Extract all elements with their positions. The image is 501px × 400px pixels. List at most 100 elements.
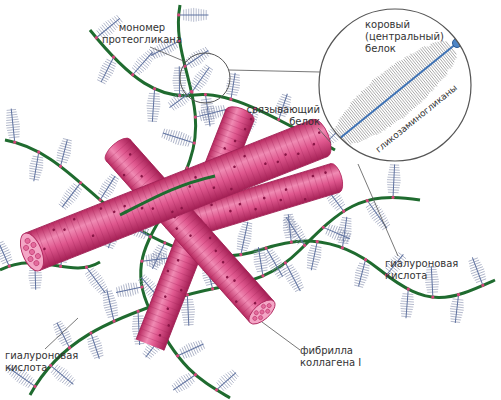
fibril-dot	[63, 228, 66, 231]
link-protein	[283, 261, 287, 265]
fibril-band	[223, 116, 251, 127]
fibril-band	[75, 214, 90, 251]
leader-line	[262, 322, 300, 350]
core-protein	[62, 183, 80, 207]
fibril-band	[292, 127, 307, 164]
microfibril	[29, 249, 36, 256]
fibril-dot	[234, 300, 238, 304]
fibril-dot	[140, 174, 144, 178]
link-protein	[277, 118, 281, 122]
fibril-dot	[212, 186, 215, 189]
microfibril	[24, 237, 31, 244]
link-protein	[264, 246, 268, 250]
core-protein	[34, 152, 39, 181]
link-protein	[192, 141, 196, 145]
fibril-dot	[122, 173, 126, 177]
core-protein	[101, 57, 114, 82]
hyaluronic-strand	[120, 176, 215, 215]
proteoglycan-monomer	[95, 53, 120, 86]
core-protein	[152, 243, 164, 269]
fibril-band	[202, 248, 226, 269]
link-protein	[130, 73, 135, 78]
fibril-band	[220, 156, 235, 193]
core-protein	[60, 140, 67, 167]
fibril-dot	[189, 234, 193, 238]
core-protein	[311, 242, 317, 271]
callout-label: фибрилла коллагена I	[300, 345, 380, 369]
fibril-band	[114, 198, 129, 235]
zoom-line	[229, 70, 320, 72]
fibril-band	[162, 272, 190, 283]
proteoglycan-monomer	[252, 246, 271, 279]
fibril-band	[192, 167, 207, 204]
microfibril	[23, 245, 30, 252]
core-protein	[195, 109, 226, 117]
fibril-dot	[175, 227, 179, 231]
fibril-band	[58, 220, 73, 257]
link-protein	[7, 264, 11, 268]
core-protein	[57, 323, 70, 348]
collagen-group	[16, 103, 346, 350]
link-protein	[78, 181, 82, 185]
fibril-dot	[318, 131, 321, 134]
fibril-band	[136, 189, 151, 226]
link-protein	[84, 265, 88, 269]
link-protein	[229, 97, 233, 101]
fibril-dot	[243, 127, 246, 130]
fibril-band	[209, 161, 224, 198]
callout-label: гиалуроновая кислота	[5, 350, 95, 374]
core-protein	[472, 257, 483, 285]
fibril-dot	[166, 269, 169, 272]
link-protein	[239, 253, 243, 257]
proteoglycan-monomer	[361, 195, 393, 232]
fibril-dot	[52, 228, 55, 231]
core-protein	[406, 289, 408, 318]
core-protein	[393, 165, 395, 198]
fibril-band	[304, 123, 319, 160]
core-protein	[266, 248, 283, 277]
fibril-band	[217, 133, 245, 144]
link-protein	[327, 141, 339, 149]
fibril-band	[86, 209, 101, 246]
link-protein	[59, 265, 63, 269]
fibril-band	[167, 261, 195, 272]
fibril-band	[103, 202, 118, 239]
fibril-dot	[180, 288, 183, 291]
fibril-band	[186, 169, 201, 206]
fibril-band	[230, 279, 254, 300]
core-protein	[359, 260, 366, 287]
fibril-dot	[123, 204, 126, 207]
core-protein	[323, 227, 350, 238]
fibril-band	[154, 295, 182, 306]
link-protein	[431, 295, 434, 298]
link-protein	[59, 164, 63, 168]
fibril-dot	[230, 187, 233, 190]
link-protein	[33, 384, 37, 388]
link-protein	[204, 93, 208, 97]
core-protein	[231, 73, 235, 99]
link-protein	[193, 115, 197, 119]
fibril-dot	[304, 198, 307, 201]
fibril-band	[53, 222, 68, 259]
fibril-band	[198, 165, 213, 202]
link-protein	[341, 209, 345, 213]
link-protein	[89, 331, 93, 335]
proteoglycan-monomer	[352, 256, 373, 288]
fibril-band	[170, 176, 185, 213]
fibril-band	[242, 147, 257, 184]
fibril-band	[156, 289, 184, 300]
fibril-dot	[140, 207, 143, 210]
proteoglycan-monomer	[224, 72, 242, 102]
proteoglycan-monomer	[280, 213, 311, 250]
link-protein	[177, 13, 180, 16]
core-protein	[431, 266, 433, 297]
link-protein	[136, 310, 139, 313]
microfibril	[259, 309, 265, 315]
core-protein	[11, 109, 15, 143]
fibril-dot	[253, 301, 257, 305]
core-protein	[152, 89, 154, 122]
fibril-band	[149, 306, 177, 317]
fibril-band	[69, 216, 84, 253]
glycosaminoglycan-chain	[0, 241, 3, 245]
